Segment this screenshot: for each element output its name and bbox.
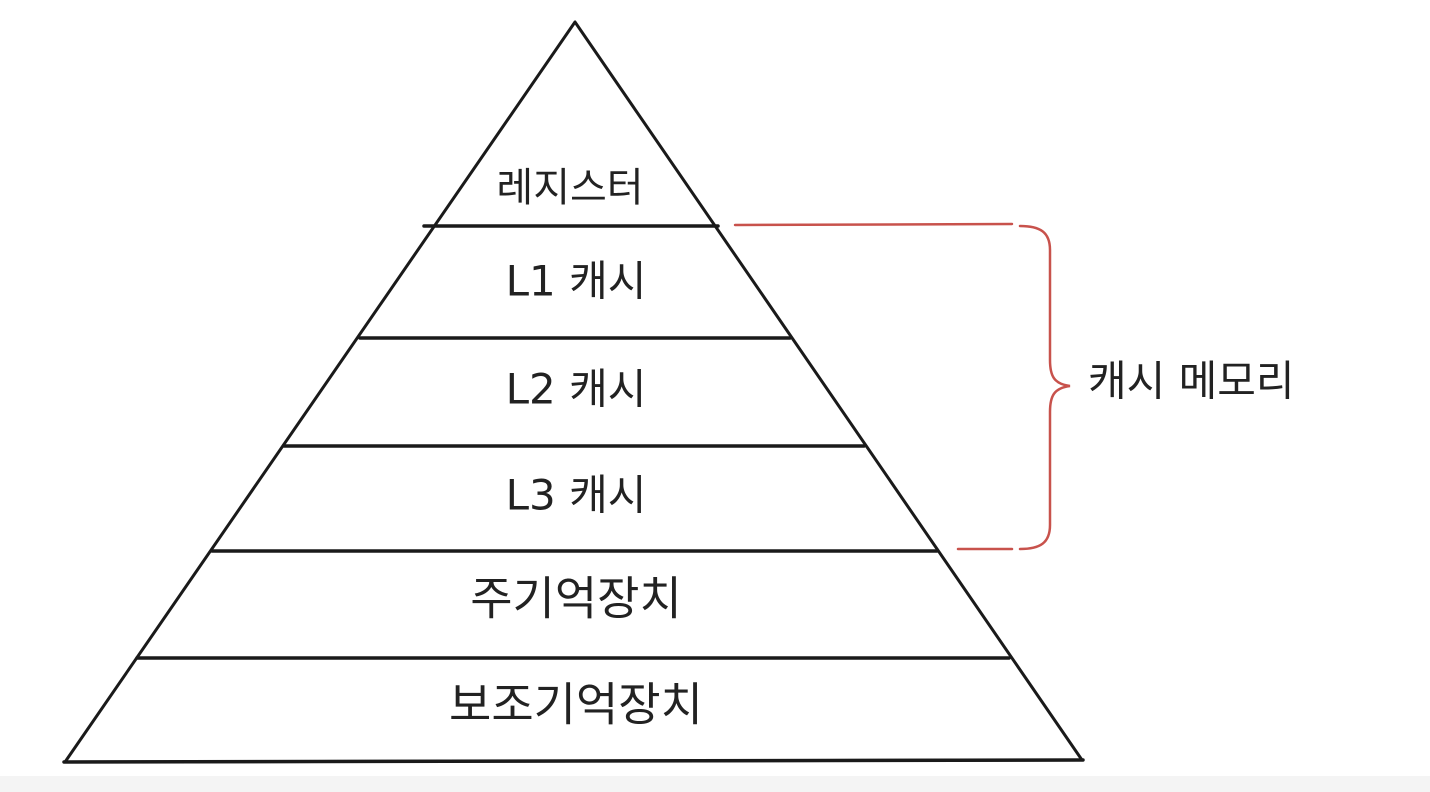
level-label-main-memory: 주기억장치 — [470, 572, 682, 626]
level-label-l2-cache: L2 캐시 — [506, 365, 647, 414]
pyramid-base — [62, 758, 1085, 764]
level-label-l3-cache: L3 캐시 — [506, 471, 647, 520]
level-label-secondary-storage: 보조기억장치 — [449, 678, 703, 732]
bottom-strip — [0, 776, 1430, 792]
level-label-l1-cache: L1 캐시 — [506, 257, 647, 306]
cache-memory-label: 캐시 메모리 — [1088, 357, 1295, 406]
level-label-register: 레지스터 — [496, 165, 643, 211]
cache-memory-brace — [1018, 224, 1071, 551]
bracket-guide-top — [733, 222, 1014, 227]
